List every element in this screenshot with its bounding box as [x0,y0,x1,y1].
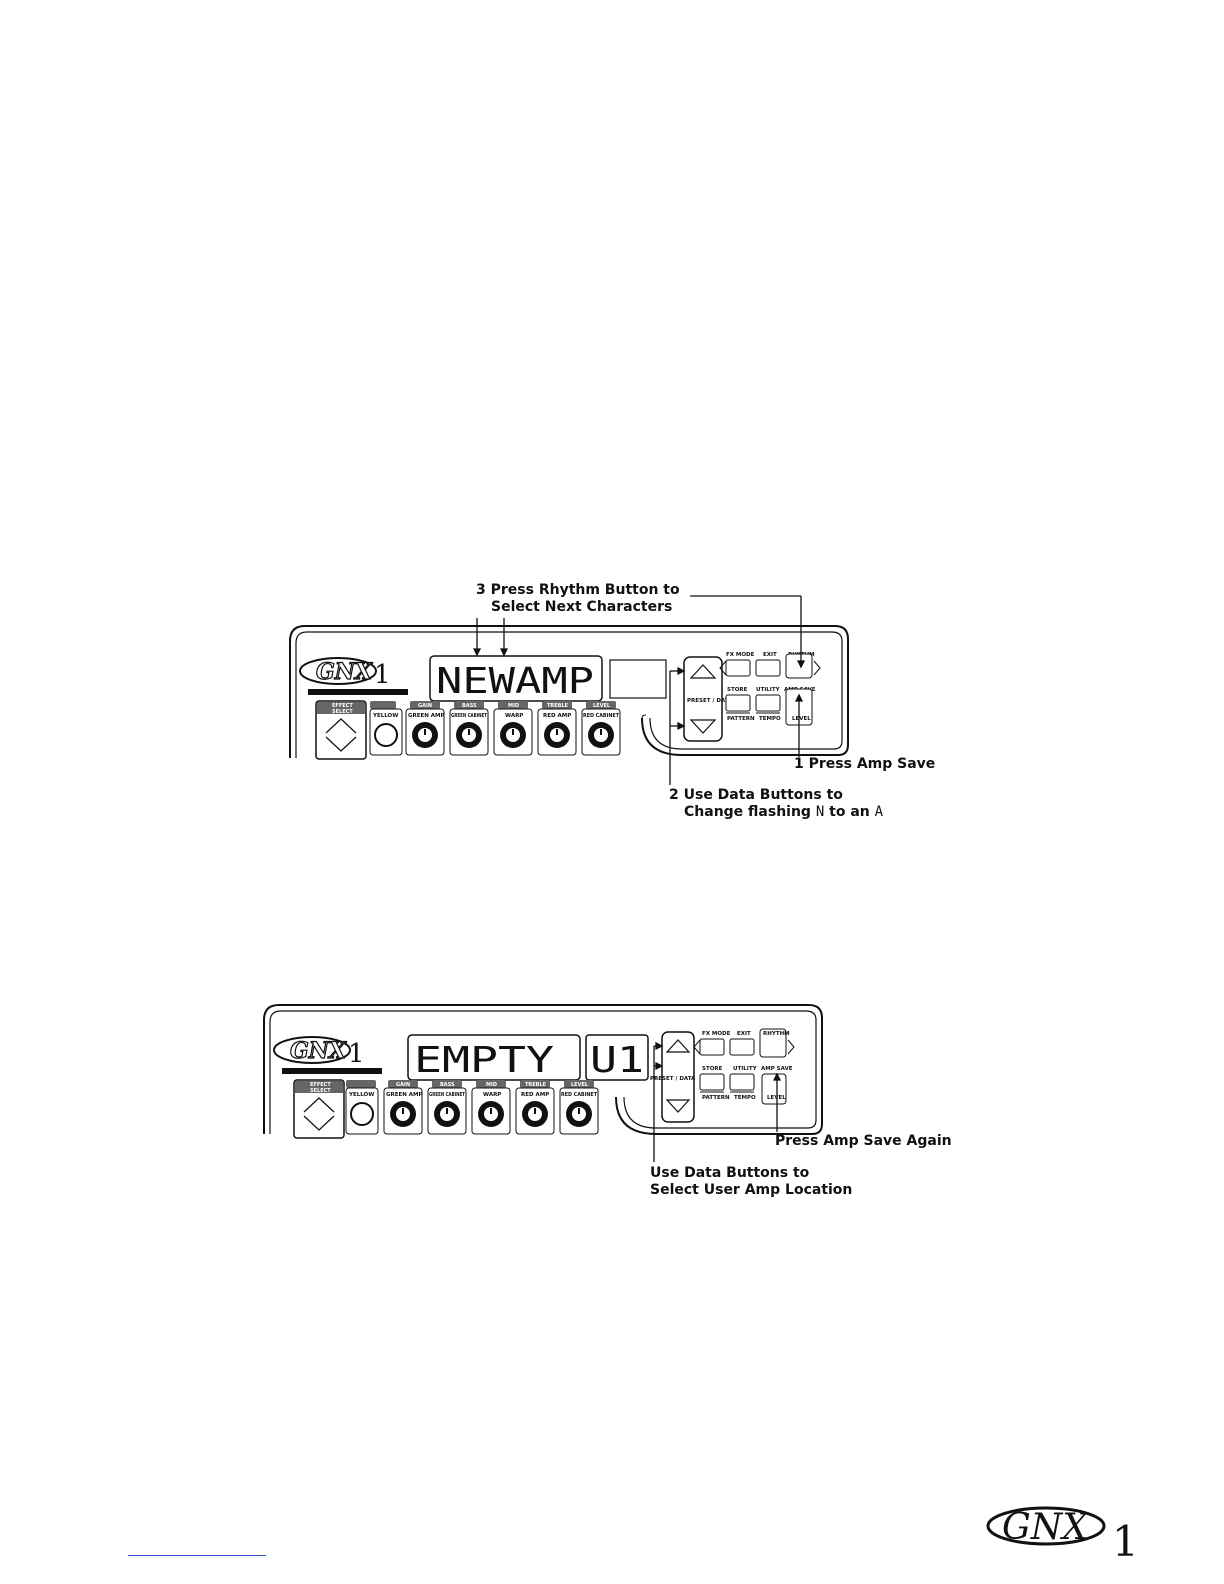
svg-text:GNX: GNX [316,659,373,685]
svg-text:RED CABINET: RED CABINET [583,713,619,719]
svg-text:GAIN: GAIN [396,1082,410,1088]
fx-mode-button[interactable] [699,1038,725,1056]
exit-button[interactable] [729,1038,755,1056]
svg-text:EXIT: EXIT [737,1031,751,1037]
svg-text:BASS: BASS [440,1082,455,1088]
footer-gnx1-logo: GNX 1 [984,1494,1144,1568]
knob-row: YELLOW GAIN GREEN AMP BASS GREEN CABINET [369,701,621,756]
gnx1-panel-drawing: GNX 1 EMPTY U1 PRESET / DATA FX MODE EXI… [263,1004,823,1162]
svg-text:SELECT: SELECT [332,709,353,715]
svg-text:EFFECT: EFFECT [332,703,353,709]
aux-display-text: U1 [590,1040,644,1081]
svg-text:WARP: WARP [483,1092,501,1098]
svg-text:GREEN CABINET: GREEN CABINET [429,1092,465,1098]
svg-text:RED AMP: RED AMP [521,1092,549,1098]
svg-text:GAIN: GAIN [418,703,432,709]
svg-text:GREEN CABINET: GREEN CABINET [451,713,487,719]
utility-button[interactable] [729,1073,755,1091]
data-up-icon[interactable] [665,1039,691,1053]
svg-text:1: 1 [1112,1517,1139,1564]
main-display-text: EMPTY [414,1040,554,1081]
svg-text:PATTERN: PATTERN [727,716,755,722]
function-buttons: FX MODE EXIT RHYTHM STORE UTILITY AMP SA… [719,652,821,726]
svg-text:PRESET / DATA: PRESET / DATA [650,1076,696,1082]
store-button[interactable] [725,694,751,712]
svg-text:1: 1 [374,660,391,690]
gnx1-panel-diagram-2: GNX 1 EMPTY U1 PRESET / DATA FX MODE EXI… [263,1002,824,1162]
callout-lines-1 [472,595,806,785]
svg-text:PRESET / DATA: PRESET / DATA [687,698,733,704]
svg-text:STORE: STORE [702,1066,723,1072]
svg-text:TEMPO: TEMPO [734,1095,756,1101]
aux-display [609,659,667,699]
main-display-text: NEWAMP [436,661,594,702]
svg-text:AMP SAVE: AMP SAVE [761,1066,793,1072]
svg-text:PATTERN: PATTERN [702,1095,730,1101]
data-down-icon[interactable] [689,719,717,734]
gnx1-panel-drawing: GNX 1 NEWAMP PRESET / DATA FX MODE EXIT … [289,595,849,785]
function-buttons: FX MODE EXIT RHYTHM STORE UTILITY AMP SA… [693,1028,795,1105]
knob-row: YELLOW GAIN GREEN AMP BASS GREEN CABINET [345,1080,599,1135]
store-button[interactable] [699,1073,725,1091]
data-down-icon[interactable] [665,1099,691,1113]
svg-text:YELLOW: YELLOW [372,713,398,719]
callout-step-2: 2 Use Data Buttons to Change flashing N … [669,787,884,820]
svg-text:RED AMP: RED AMP [543,713,571,719]
svg-text:YELLOW: YELLOW [348,1092,374,1098]
svg-text:UTILITY: UTILITY [733,1066,758,1072]
svg-text:RHYTHM: RHYTHM [763,1031,790,1037]
amp-save-button[interactable] [761,1073,787,1105]
data-buttons[interactable]: PRESET / DATA [683,656,733,742]
callout-press-amp-save-again: Press Amp Save Again [775,1133,952,1149]
effect-select-button[interactable]: EFFECT SELECT [293,1079,345,1139]
svg-text:RED CABINET: RED CABINET [561,1092,597,1098]
svg-text:TEMPO: TEMPO [759,716,781,722]
svg-text:BASS: BASS [462,703,477,709]
data-up-icon[interactable] [689,664,717,679]
svg-text:FX MODE: FX MODE [702,1031,731,1037]
svg-text:MID: MID [508,703,519,709]
svg-text:TREBLE: TREBLE [525,1082,547,1088]
effect-select-button[interactable]: EFFECT SELECT [315,700,367,760]
svg-text:GNX: GNX [290,1038,347,1064]
exit-button[interactable] [755,659,781,677]
svg-text:GREEN AMP: GREEN AMP [386,1092,423,1098]
callout-step-1: 1 Press Amp Save [794,756,936,772]
rhythm-button[interactable] [759,1028,787,1058]
rhythm-button[interactable] [785,653,813,679]
svg-text:STORE: STORE [727,687,748,693]
utility-button[interactable] [755,694,781,712]
svg-text:EXIT: EXIT [763,652,777,658]
gnx1-logo-icon: GNX 1 [986,1506,1139,1566]
callout-select-user-amp-location: Use Data Buttons to Select User Amp Loca… [650,1165,853,1198]
gnx1-logo: GNX 1 [299,657,408,695]
callout-lines-2 [653,1041,782,1162]
svg-text:SELECT: SELECT [310,1088,331,1094]
svg-text:GREEN AMP: GREEN AMP [408,713,445,719]
svg-text:UTILITY: UTILITY [756,687,781,693]
yellow-button[interactable] [350,1102,374,1126]
svg-text:EFFECT: EFFECT [310,1082,331,1088]
svg-text:LEVEL: LEVEL [593,703,611,709]
svg-text:LEVEL: LEVEL [571,1082,589,1088]
svg-text:1: 1 [348,1039,365,1069]
svg-text:LEVEL: LEVEL [792,716,811,722]
svg-text:FX MODE: FX MODE [726,652,755,658]
callout-step-3: 3 Press Rhythm Button to Select Next Cha… [476,582,680,615]
data-buttons[interactable]: PRESET / DATA [650,1031,696,1123]
svg-text:GNX: GNX [1002,1507,1089,1548]
svg-text:MID: MID [486,1082,497,1088]
gnx1-panel-diagram-1: GNX 1 NEWAMP PRESET / DATA FX MODE EXIT … [289,595,850,785]
aux-display [585,1034,649,1081]
svg-text:WARP: WARP [505,713,523,719]
svg-text:TREBLE: TREBLE [547,703,569,709]
yellow-button[interactable] [374,723,398,747]
footer-link-rule[interactable] [128,1555,266,1556]
fx-mode-button[interactable] [725,659,751,677]
gnx1-logo: GNX 1 [273,1036,382,1074]
